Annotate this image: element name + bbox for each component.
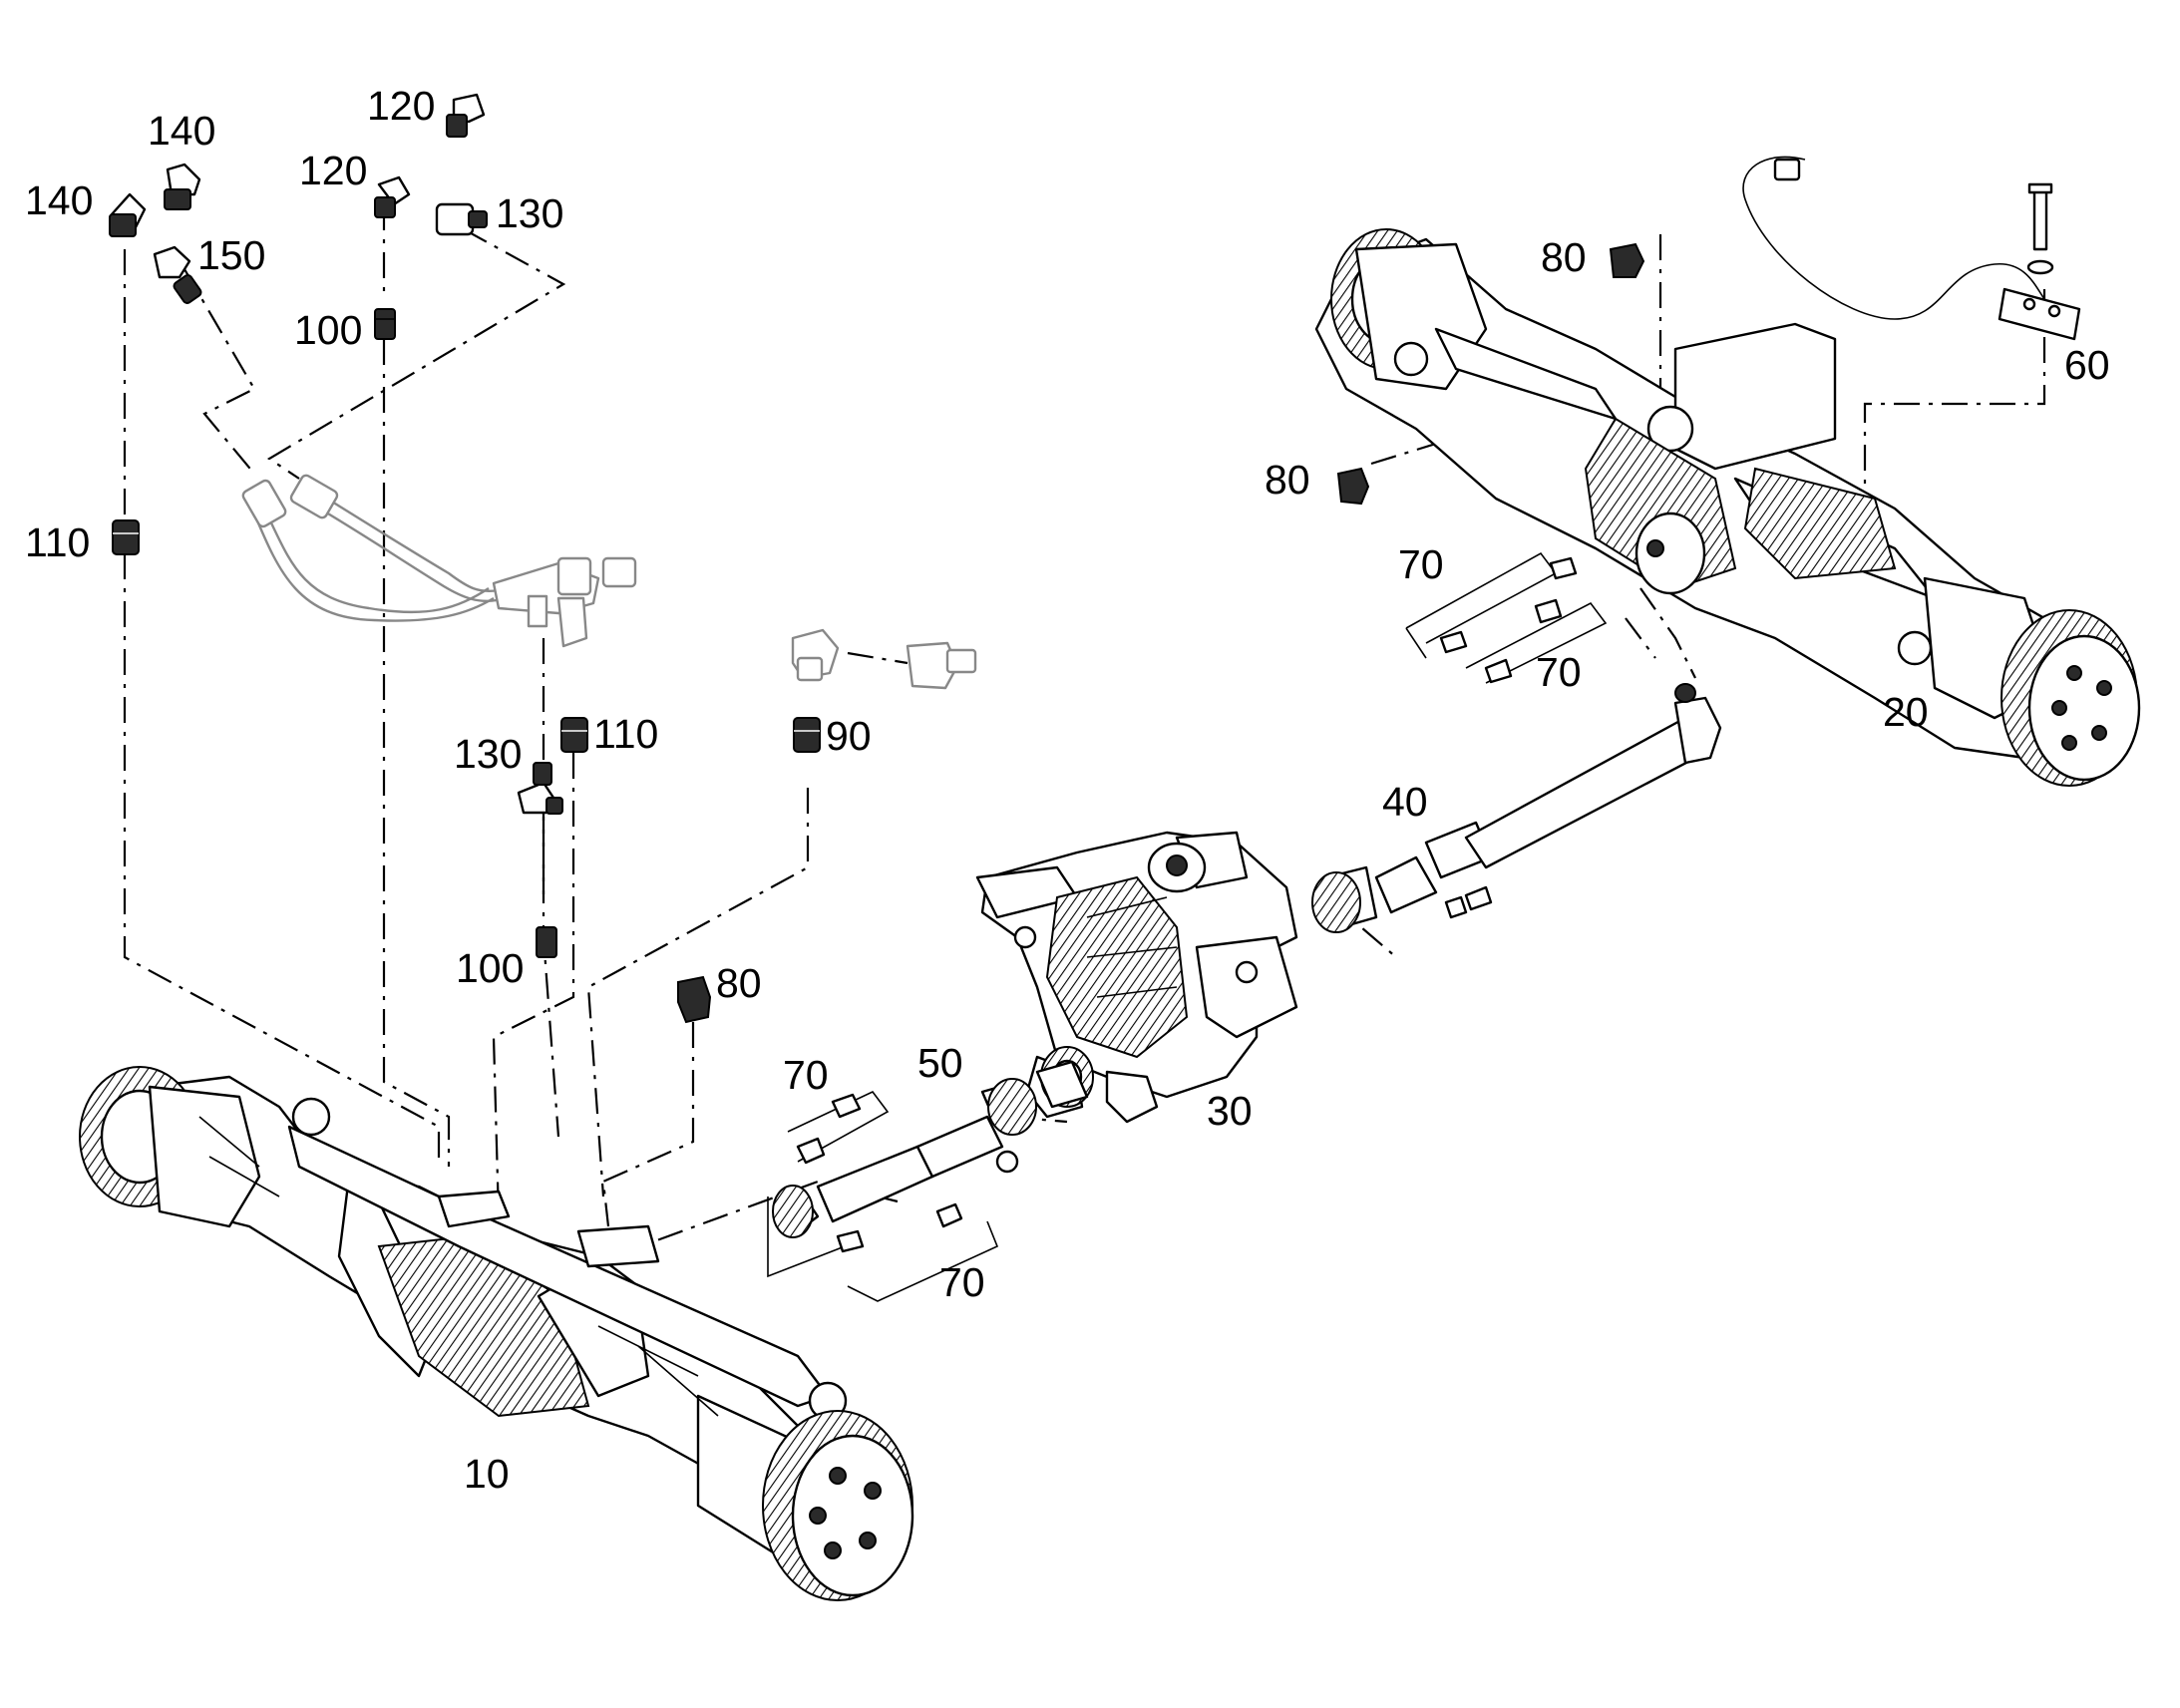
label-100-a: 100: [294, 307, 362, 353]
fitting-100-mid: [536, 926, 557, 958]
fitting-110-mid: [560, 717, 588, 753]
label-20: 20: [1883, 689, 1929, 735]
label-130-b: 130: [454, 731, 522, 777]
label-80-c: 80: [716, 960, 762, 1006]
fitting-150: [153, 245, 202, 304]
fitting-110-left: [112, 519, 140, 555]
bracket-lines: [767, 551, 1608, 1302]
plug-80-top: [1609, 242, 1645, 278]
label-150: 150: [197, 232, 265, 278]
label-50: 50: [917, 1040, 963, 1086]
label-130-a: 130: [496, 190, 563, 236]
fitting-130-top: [435, 202, 488, 236]
clamp-bolts-70: [796, 556, 1578, 1253]
fitting-130-mid: [517, 762, 563, 815]
drive-shaft-40: [1311, 683, 1722, 933]
leader-lines: [123, 204, 2046, 1258]
fitting-90-tee: [906, 641, 977, 690]
label-110-b: 110: [593, 711, 658, 757]
sensor-cable-60: [1742, 156, 2081, 341]
label-120-a: 120: [367, 83, 435, 129]
transmission-30: [975, 831, 1298, 1124]
part-labels: 10 20 30 40 50 60 70 70 70 70 80 80 80 9…: [25, 83, 2110, 1497]
rear-axle-20: [1314, 228, 2141, 787]
label-110-a: 110: [25, 519, 90, 565]
label-140-a: 140: [148, 108, 215, 154]
label-100-b: 100: [456, 945, 524, 991]
label-140-b: 140: [25, 177, 93, 223]
label-120-b: 120: [299, 148, 367, 193]
fitting-140-top: [164, 163, 201, 210]
label-10: 10: [464, 1451, 510, 1497]
label-70-c: 70: [1398, 541, 1444, 587]
label-90: 90: [826, 713, 872, 759]
label-70-a: 70: [783, 1052, 829, 1098]
hydraulic-hose-assembly: [241, 474, 637, 648]
label-70-b: 70: [939, 1259, 985, 1305]
label-80-b: 80: [1265, 457, 1310, 503]
front-axle-10: [79, 1066, 914, 1601]
drive-shaft-50: [772, 1060, 1089, 1238]
fitting-100-top: [374, 308, 396, 340]
fitting-120-top: [446, 93, 486, 138]
label-60: 60: [2064, 342, 2110, 388]
label-30: 30: [1207, 1088, 1253, 1134]
fitting-140-left: [109, 192, 147, 237]
plug-80-mid: [677, 975, 712, 1024]
fitting-120-left: [374, 175, 411, 218]
label-80-a: 80: [1541, 234, 1587, 280]
label-70-d: 70: [1536, 649, 1582, 695]
plug-80-left: [1336, 467, 1370, 506]
fitting-90: [793, 717, 821, 753]
label-40: 40: [1382, 779, 1428, 825]
fitting-90-elbow: [791, 628, 840, 682]
